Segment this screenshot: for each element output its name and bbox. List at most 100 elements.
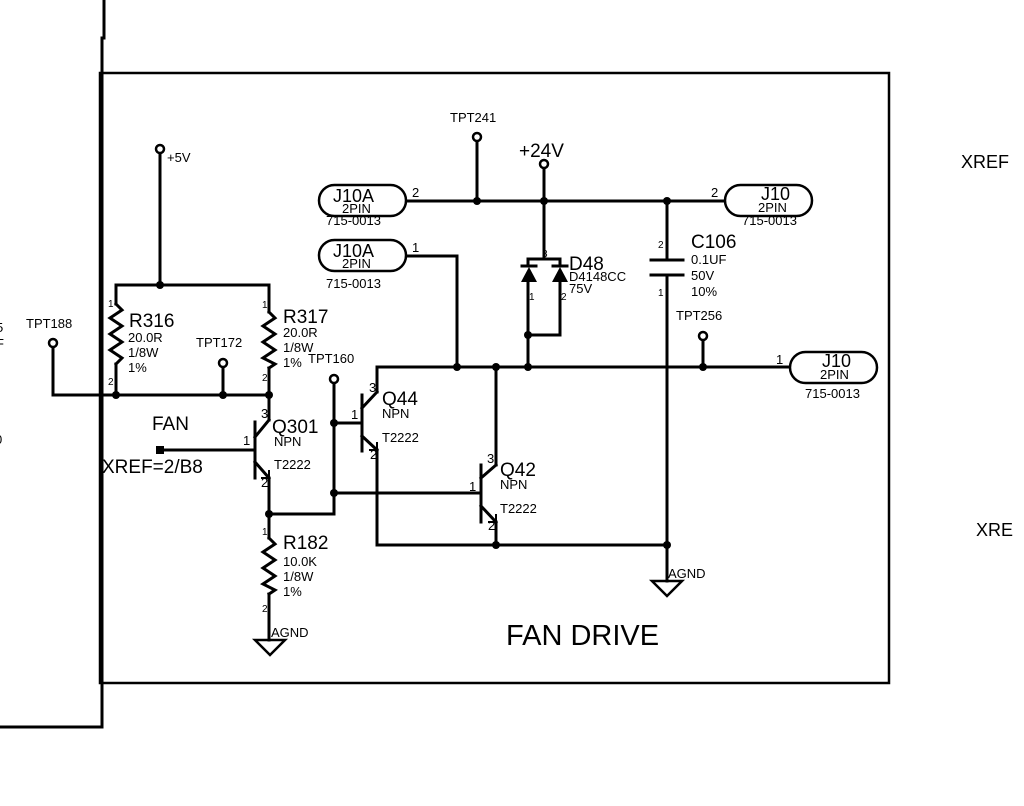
resistor-r317[interactable]: 1 2 R317 20.0R 1/8W 1%	[260, 283, 328, 397]
transistor-q301[interactable]: Q301 NPN T2222 3 1 2	[243, 393, 318, 516]
connector-j10-pin2[interactable]: J10 2PIN 715-0013 2	[711, 183, 814, 228]
pin-label: 2	[262, 604, 268, 615]
pin-label: 3	[261, 406, 268, 421]
net-fan[interactable]: FAN XREF=2/B8	[102, 414, 257, 478]
pin-label: 2	[561, 292, 567, 303]
pin-label: 2	[658, 240, 664, 251]
test-point-tpt188[interactable]: TPT188	[26, 316, 72, 397]
r316-ref: R316	[129, 311, 174, 332]
agnd-label: AGND	[271, 625, 309, 640]
power-5v[interactable]: +5V	[154, 143, 191, 287]
fan-xref-label: XREF=2/B8	[102, 457, 203, 478]
tpt241-label: TPT241	[450, 110, 496, 125]
r317-ref: R317	[283, 307, 328, 328]
power-24v-label: +24V	[519, 141, 564, 162]
test-point-icon	[217, 357, 229, 369]
pin-label: 3	[369, 380, 376, 395]
power-5v-terminal-icon	[154, 143, 166, 155]
j10a-type: 2PIN	[342, 201, 371, 216]
j10-ref: J10	[761, 184, 790, 204]
j10-ref: J10	[822, 351, 851, 371]
test-point-icon	[328, 373, 340, 385]
test-point-tpt241[interactable]: TPT241	[450, 110, 496, 203]
transistor-q42[interactable]: Q42 NPN T2222 3 1 2	[332, 365, 537, 547]
pin-label: 2	[108, 377, 114, 388]
j10-part: 715-0013	[742, 213, 797, 228]
offsheet-fragment-3: 0	[0, 432, 2, 447]
test-point-tpt256[interactable]: TPT256	[676, 308, 722, 369]
ground-icon	[648, 579, 686, 598]
q42-part: T2222	[500, 501, 537, 516]
r317-power: 1/8W	[283, 340, 314, 355]
r182-tol: 1%	[283, 584, 302, 599]
connector-icon	[317, 183, 408, 218]
q301-ref: Q301	[272, 417, 318, 438]
test-point-tpt160[interactable]: TPT160	[308, 351, 354, 385]
test-point-icon	[47, 337, 59, 349]
pin-label: 3	[542, 249, 548, 260]
offsheet-fragment-1: 5	[0, 320, 3, 335]
block-title: FAN DRIVE	[506, 620, 659, 652]
test-point-icon	[471, 131, 483, 143]
diode-d48[interactable]: 3 1 2 D48 D4148CC 75V	[520, 199, 626, 369]
pin-label: 1	[776, 352, 783, 367]
test-point-tpt172[interactable]: TPT172	[196, 335, 242, 397]
j10-part: 715-0013	[805, 386, 860, 401]
d48-part: D4148CC	[569, 269, 626, 284]
power-24v[interactable]: +24V	[519, 141, 564, 203]
pin-label: 1	[469, 479, 476, 494]
tpt188-label: TPT188	[26, 316, 72, 331]
pin-label: 1	[243, 433, 250, 448]
r182-power: 1/8W	[283, 569, 314, 584]
j10a-ref: J10A	[333, 186, 374, 206]
j10a-part: 715-0013	[326, 276, 381, 291]
pin-label: 2	[261, 475, 268, 490]
transistor-q44[interactable]: Q44 NPN T2222 3 1 2	[332, 365, 419, 547]
connector-icon	[788, 350, 879, 385]
test-point-icon	[697, 330, 709, 342]
capacitor-c106[interactable]: 2 1 C106 0.1UF 50V 10%	[649, 199, 736, 547]
r182-ref: R182	[283, 533, 328, 554]
r317-tol: 1%	[283, 355, 302, 370]
c106-voltage: 50V	[691, 268, 714, 283]
tpt160-label: TPT160	[308, 351, 354, 366]
connector-j10a-pin2[interactable]: J10A 2PIN 715-0013 2	[317, 183, 419, 228]
r316-value: 20.0R	[128, 330, 163, 345]
pin-label: 1	[108, 299, 114, 310]
offsheet-fragment-2: F	[0, 336, 4, 351]
agnd-label: AGND	[668, 566, 706, 581]
power-5v-label: +5V	[167, 150, 191, 165]
pin-label: 2	[488, 518, 495, 533]
pin-label: 1	[262, 300, 268, 311]
ground-agnd-1: AGND	[251, 625, 309, 657]
tpt172-label: TPT172	[196, 335, 242, 350]
j10a-part: 715-0013	[326, 213, 381, 228]
diode-d48-icon-2	[552, 267, 568, 282]
fan-label: FAN	[152, 414, 189, 435]
r316-tol: 1%	[128, 360, 147, 375]
connector-j10a-pin1[interactable]: J10A 2PIN 715-0013 1	[317, 238, 419, 291]
q301-type: NPN	[274, 434, 301, 449]
c106-tol: 10%	[691, 284, 717, 299]
resistor-r182[interactable]: 1 2 R182 10.0K 1/8W 1%	[260, 512, 328, 642]
q42-ref: Q42	[500, 460, 536, 481]
q44-part: T2222	[382, 430, 419, 445]
xref-top: XREF	[961, 152, 1009, 172]
r182-value: 10.0K	[283, 554, 317, 569]
c106-ref: C106	[691, 232, 736, 253]
r316-power: 1/8W	[128, 345, 159, 360]
q42-type: NPN	[500, 477, 527, 492]
sheet-border-left	[0, 0, 106, 729]
power-24v-terminal-icon	[538, 158, 550, 170]
connector-icon	[317, 238, 408, 273]
pin-label: 2	[370, 447, 377, 462]
d48-ref: D48	[569, 254, 604, 275]
ground-icon	[251, 638, 289, 657]
diode-d48-icon-1	[521, 267, 537, 282]
j10a-type: 2PIN	[342, 256, 371, 271]
resistor-r316[interactable]: 1 2 R316 20.0R 1/8W 1%	[107, 283, 174, 397]
j10-type: 2PIN	[758, 200, 787, 215]
j10a-ref: J10A	[333, 241, 374, 261]
connector-j10-pin1[interactable]: J10 2PIN 715-0013 1	[776, 350, 879, 401]
tpt256-label: TPT256	[676, 308, 722, 323]
